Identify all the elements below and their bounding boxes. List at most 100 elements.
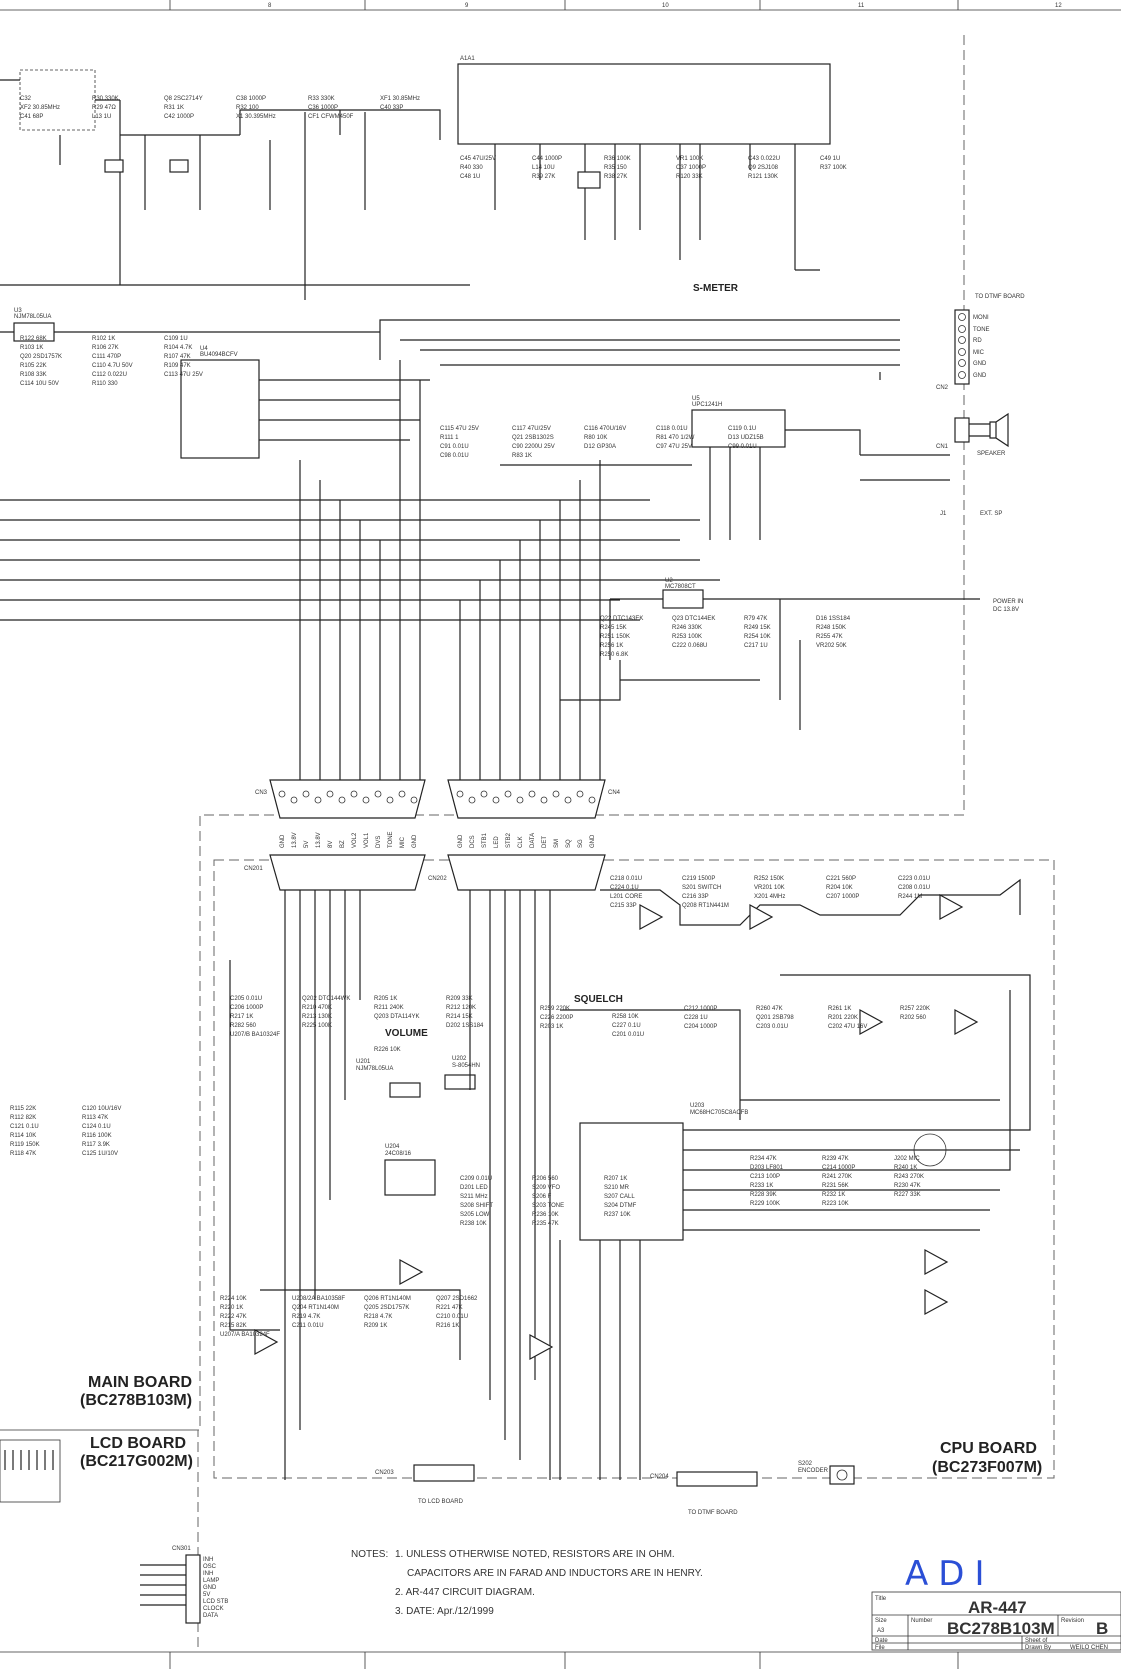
column-number: 8 bbox=[268, 3, 272, 9]
rf-section: A1A1 S-METER bbox=[0, 56, 831, 300]
pin-label: SM bbox=[554, 839, 560, 848]
component-label: Q21 2SB1302S bbox=[512, 435, 554, 441]
component-label: R35 150 bbox=[604, 165, 627, 171]
pin-label: LCD STB bbox=[203, 1599, 228, 1605]
column-number: 10 bbox=[662, 3, 669, 9]
pin-label: GND bbox=[203, 1585, 217, 1591]
component-label: D203 LF801 bbox=[750, 1165, 784, 1171]
volume-label: VOLUME bbox=[385, 1028, 428, 1039]
cpu-board-code: (BC273F007M) bbox=[932, 1459, 1042, 1476]
pin-label: STB1 bbox=[482, 832, 488, 848]
component-label: R229 100K bbox=[750, 1201, 780, 1207]
component-label: Q205 2SD1757K bbox=[364, 1305, 409, 1311]
component-label: Q20 2SD1757K bbox=[20, 354, 62, 360]
drawing-number: BC278B103M bbox=[947, 1619, 1055, 1638]
component-label: Q202 DTC144WK bbox=[302, 996, 350, 1002]
component-label: Q206 RT1N140M bbox=[364, 1296, 411, 1302]
pin-label: BZ bbox=[340, 840, 346, 848]
component-label: R282 560 bbox=[230, 1023, 257, 1029]
component-label: C213 100P bbox=[750, 1174, 780, 1180]
component-label: CF1 CFWM450F bbox=[308, 114, 354, 120]
component-label: R115 22K bbox=[10, 1106, 36, 1112]
component-label: R36 100K bbox=[604, 156, 631, 162]
component-label: R202 560 bbox=[900, 1015, 927, 1021]
component-label: R205 1K bbox=[374, 996, 397, 1002]
component-label: R231 56K bbox=[822, 1183, 849, 1189]
pin-label: INH bbox=[203, 1557, 213, 1563]
component-label: C40 33P bbox=[380, 105, 403, 111]
power-voltage: DC 13.8V bbox=[993, 607, 1019, 613]
pin-label: GND bbox=[458, 834, 464, 848]
ic-part: S-8054HN bbox=[452, 1063, 480, 1069]
control-section: U3 NJM78L05UA U4 BU4094BCFV bbox=[0, 308, 900, 800]
component-label: R38 27K bbox=[604, 174, 627, 180]
connector-label: CN203 bbox=[375, 1470, 394, 1476]
component-label: R234 47K bbox=[750, 1156, 777, 1162]
ic-label: U204 bbox=[385, 1144, 400, 1150]
ic-label: U4 bbox=[200, 346, 208, 352]
component-label: C201 0.01U bbox=[612, 1032, 644, 1038]
drawn-by-value: WEILO CHEN bbox=[1070, 1645, 1108, 1651]
component-label: R204 10K bbox=[826, 885, 853, 891]
component-label: R109 47K bbox=[164, 363, 191, 369]
column-number: 11 bbox=[858, 3, 865, 9]
component-label: R30 330K bbox=[92, 96, 119, 102]
component-label: R232 1K bbox=[822, 1192, 845, 1198]
pin-label: DET bbox=[542, 836, 548, 848]
ic-part: 24C08/16 bbox=[385, 1151, 412, 1157]
component-label: R212 120K bbox=[446, 1005, 476, 1011]
component-label: C223 0.01U bbox=[898, 876, 930, 882]
component-label: U208/2A BA10358F bbox=[292, 1296, 345, 1302]
component-label: VR202 50K bbox=[816, 643, 847, 649]
component-label: R220 1K bbox=[220, 1305, 243, 1311]
component-label: D202 1SS184 bbox=[446, 1023, 484, 1029]
main-board-label: MAIN BOARD bbox=[88, 1374, 192, 1391]
pin-label: SQ bbox=[566, 839, 572, 848]
component-label: C99 0.01U bbox=[728, 444, 757, 450]
note-item: 1. UNLESS OTHERWISE NOTED, RESISTORS ARE… bbox=[395, 1549, 675, 1560]
component-label: R256 1K bbox=[600, 643, 623, 649]
component-label: R248 150K bbox=[816, 625, 846, 631]
connector-label: CN4 bbox=[608, 790, 621, 796]
power-in-label: POWER IN bbox=[993, 599, 1023, 605]
component-label: Q8 2SC2714Y bbox=[164, 96, 203, 102]
column-number: 9 bbox=[465, 3, 469, 9]
component-label: L13 1U bbox=[92, 114, 111, 120]
component-label: J202 MIC bbox=[894, 1156, 920, 1162]
drawing-title: AR-447 bbox=[968, 1598, 1027, 1617]
component-label: C111 470P bbox=[92, 354, 121, 360]
component-label: C203 0.01U bbox=[756, 1024, 788, 1030]
component-label: R255 47K bbox=[816, 634, 843, 640]
component-label: C109 1U bbox=[164, 336, 188, 342]
component-label: C115 47U 25V bbox=[440, 426, 479, 432]
ic-label: U203 bbox=[690, 1103, 705, 1109]
component-label: S201 SWITCH bbox=[682, 885, 721, 891]
component-label: C117 47U/25V bbox=[512, 426, 551, 432]
drawn-by-label: Drawn By bbox=[1025, 1645, 1051, 1651]
component-label: C217 1U bbox=[744, 643, 768, 649]
note-item: 2. AR-447 CIRCUIT DIAGRAM. bbox=[395, 1587, 535, 1598]
component-label: R119 150K bbox=[10, 1142, 40, 1148]
pin-label: GND bbox=[590, 834, 596, 848]
handwritten-initials: ADI bbox=[905, 1554, 994, 1594]
component-label: C216 33P bbox=[682, 894, 709, 900]
component-label: C116 470U/16V bbox=[584, 426, 626, 432]
component-label: R206 560 bbox=[532, 1176, 559, 1182]
component-label: XF2 30.85MHz bbox=[20, 105, 60, 111]
pin-label: DVS bbox=[376, 836, 382, 848]
speaker-label: SPEAKER bbox=[977, 451, 1006, 457]
pin-label: MONI bbox=[973, 315, 989, 321]
connector-label: CN3 bbox=[255, 790, 268, 796]
component-label: D16 1SS184 bbox=[816, 616, 851, 622]
component-label: R237 10K bbox=[604, 1212, 631, 1218]
title-label: Title bbox=[875, 1596, 887, 1602]
pin-label: 8V bbox=[328, 841, 334, 848]
component-label: C32 bbox=[20, 96, 32, 102]
component-label: R251 150K bbox=[600, 634, 630, 640]
component-label: R105 22K bbox=[20, 363, 47, 369]
component-label: XF1 30.85MHz bbox=[380, 96, 420, 102]
connector-label: CN201 bbox=[244, 866, 263, 872]
notes-label: NOTES: bbox=[351, 1549, 388, 1560]
connector-label: CN202 bbox=[428, 876, 447, 882]
